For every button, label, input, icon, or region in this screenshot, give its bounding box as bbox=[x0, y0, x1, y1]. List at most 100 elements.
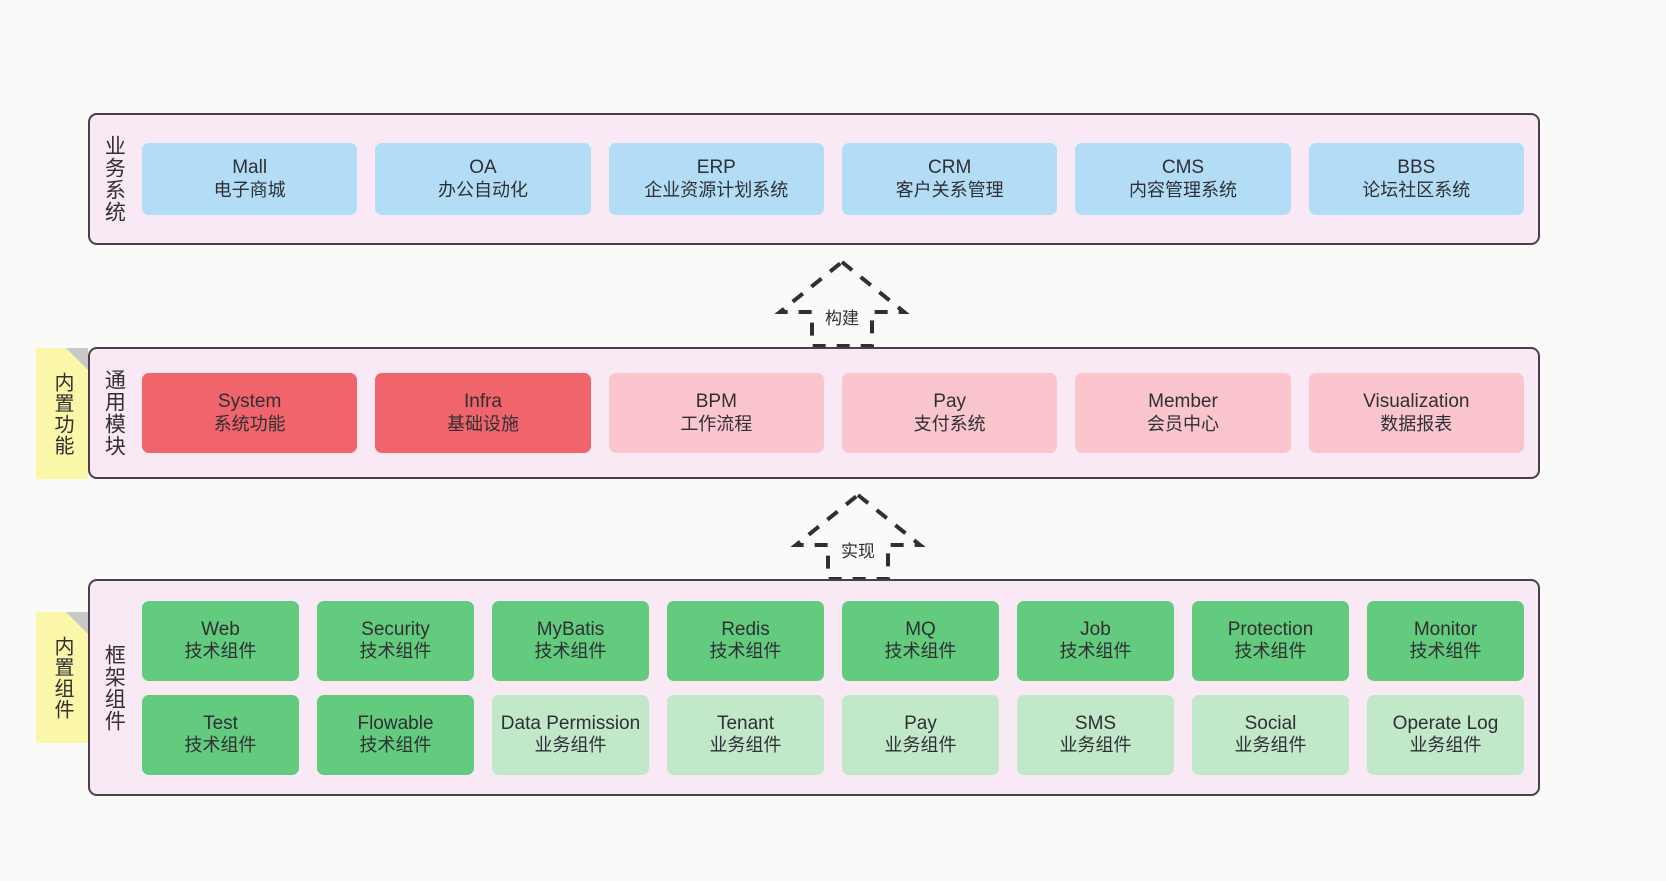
card-data-permission[interactable]: Data Permission 业务组件 bbox=[492, 694, 649, 775]
arrow-implement-label: 实现 bbox=[841, 542, 875, 561]
dashed-up-arrow-icon bbox=[774, 259, 910, 348]
card-title: System bbox=[217, 391, 282, 413]
layer-common-modules-label: 通用模块 bbox=[102, 369, 126, 457]
card-subtitle: 业务组件 bbox=[1059, 735, 1132, 756]
card-member[interactable]: Member 会员中心 bbox=[1075, 373, 1291, 453]
card-title: Security bbox=[361, 618, 430, 640]
card-row: Web 技术组件 Security 技术组件 MyBatis 技术组件 Redi… bbox=[142, 600, 1524, 681]
card-redis[interactable]: Redis 技术组件 bbox=[667, 600, 824, 681]
card-infra[interactable]: Infra 基础设施 bbox=[375, 373, 591, 453]
card-title: Monitor bbox=[1413, 618, 1478, 640]
card-subtitle: 技术组件 bbox=[1059, 641, 1132, 662]
card-title: Data Permission bbox=[500, 712, 641, 734]
card-title: Web bbox=[201, 618, 240, 640]
card-pay[interactable]: Pay 支付系统 bbox=[841, 373, 1058, 453]
card-sms[interactable]: SMS 业务组件 bbox=[1017, 694, 1174, 775]
card-pay-component[interactable]: Pay 业务组件 bbox=[842, 694, 999, 775]
card-subtitle: 企业资源计划系统 bbox=[644, 179, 789, 200]
card-subtitle: 论坛社区系统 bbox=[1362, 179, 1471, 200]
card-title: CMS bbox=[1161, 157, 1205, 179]
card-title: MyBatis bbox=[536, 618, 605, 640]
card-title: CRM bbox=[928, 157, 972, 179]
card-title: Infra bbox=[463, 391, 502, 413]
card-title: Redis bbox=[721, 618, 770, 640]
card-job[interactable]: Job 技术组件 bbox=[1017, 600, 1174, 681]
card-visualization[interactable]: Visualization 数据报表 bbox=[1308, 373, 1524, 453]
card-mq[interactable]: MQ 技术组件 bbox=[842, 600, 999, 681]
card-operate-log[interactable]: Operate Log 业务组件 bbox=[1367, 694, 1524, 775]
layer-business-system-label: 业务系统 bbox=[102, 135, 126, 223]
card-subtitle: 技术组件 bbox=[709, 641, 782, 662]
arrow-build-label: 构建 bbox=[825, 309, 859, 328]
card-crm[interactable]: CRM 客户关系管理 bbox=[841, 143, 1058, 215]
card-title: Operate Log bbox=[1392, 712, 1499, 734]
card-subtitle: 技术组件 bbox=[184, 641, 257, 662]
card-test[interactable]: Test 技术组件 bbox=[142, 694, 299, 775]
card-title: Protection bbox=[1227, 618, 1314, 640]
layer-business-system-body: Mall 电子商城 OA 办公自动化 ERP 企业资源计划系统 CRM 客户关系… bbox=[136, 115, 1538, 243]
card-title: SMS bbox=[1074, 712, 1117, 734]
folded-corner-icon bbox=[66, 612, 88, 634]
card-subtitle: 技术组件 bbox=[359, 735, 432, 756]
card-subtitle: 技术组件 bbox=[184, 735, 257, 756]
card-cms[interactable]: CMS 内容管理系统 bbox=[1075, 143, 1291, 215]
card-title: Flowable bbox=[357, 712, 434, 734]
card-monitor[interactable]: Monitor 技术组件 bbox=[1367, 600, 1524, 681]
card-row: Mall 电子商城 OA 办公自动化 ERP 企业资源计划系统 CRM 客户关系… bbox=[142, 143, 1524, 215]
card-subtitle: 客户关系管理 bbox=[895, 179, 1004, 200]
arrow-build: 构建 bbox=[762, 256, 922, 352]
card-erp[interactable]: ERP 企业资源计划系统 bbox=[608, 143, 824, 215]
card-subtitle: 业务组件 bbox=[534, 735, 607, 756]
card-title: Mall bbox=[232, 157, 268, 179]
card-title: Visualization bbox=[1363, 391, 1470, 413]
sticky-note-builtin-components: 内置组件 bbox=[36, 612, 88, 743]
card-protection[interactable]: Protection 技术组件 bbox=[1192, 600, 1349, 681]
card-mybatis[interactable]: MyBatis 技术组件 bbox=[492, 600, 649, 681]
card-subtitle: 技术组件 bbox=[359, 641, 432, 662]
card-system[interactable]: System 系统功能 bbox=[142, 373, 358, 453]
card-subtitle: 系统功能 bbox=[213, 413, 286, 434]
card-flowable[interactable]: Flowable 技术组件 bbox=[317, 694, 474, 775]
card-subtitle: 电子商城 bbox=[213, 179, 286, 200]
card-web[interactable]: Web 技术组件 bbox=[142, 600, 299, 681]
card-subtitle: 支付系统 bbox=[913, 413, 986, 434]
card-title: Social bbox=[1244, 712, 1297, 734]
card-title: MQ bbox=[905, 618, 936, 640]
card-title: BPM bbox=[695, 391, 737, 413]
card-title: BBS bbox=[1397, 157, 1436, 179]
card-subtitle: 业务组件 bbox=[1234, 735, 1307, 756]
layer-framework-components-body: Web 技术组件 Security 技术组件 MyBatis 技术组件 Redi… bbox=[136, 581, 1538, 794]
card-row: System 系统功能 Infra 基础设施 BPM 工作流程 Pay 支付系统… bbox=[142, 373, 1524, 453]
layer-common-modules: 通用模块 System 系统功能 Infra 基础设施 BPM 工作流程 Pay… bbox=[88, 347, 1540, 479]
card-row: Test 技术组件 Flowable 技术组件 Data Permission … bbox=[142, 694, 1524, 775]
card-bbs[interactable]: BBS 论坛社区系统 bbox=[1308, 143, 1524, 215]
sticky-note-label: 内置组件 bbox=[51, 635, 73, 720]
card-oa[interactable]: OA 办公自动化 bbox=[375, 143, 591, 215]
card-subtitle: 基础设施 bbox=[446, 413, 519, 434]
card-mall[interactable]: Mall 电子商城 bbox=[142, 143, 358, 215]
card-subtitle: 工作流程 bbox=[680, 413, 753, 434]
arrow-implement: 实现 bbox=[778, 489, 938, 585]
card-social[interactable]: Social 业务组件 bbox=[1192, 694, 1349, 775]
card-subtitle: 技术组件 bbox=[534, 641, 607, 662]
card-title: Member bbox=[1148, 391, 1218, 413]
sticky-note-label: 内置功能 bbox=[51, 371, 73, 456]
card-tenant[interactable]: Tenant 业务组件 bbox=[667, 694, 824, 775]
card-subtitle: 办公自动化 bbox=[437, 179, 528, 200]
card-security[interactable]: Security 技术组件 bbox=[317, 600, 474, 681]
layer-framework-components: 框架组件 Web 技术组件 Security 技术组件 MyBatis 技术组件… bbox=[88, 579, 1540, 796]
card-title: ERP bbox=[696, 157, 736, 179]
card-subtitle: 技术组件 bbox=[884, 641, 957, 662]
card-bpm[interactable]: BPM 工作流程 bbox=[608, 373, 824, 453]
layer-business-system: 业务系统 Mall 电子商城 OA 办公自动化 ERP 企业资源计划系统 CRM… bbox=[88, 113, 1540, 245]
folded-corner-icon bbox=[66, 348, 88, 370]
card-subtitle: 数据报表 bbox=[1380, 413, 1453, 434]
card-subtitle: 业务组件 bbox=[709, 735, 782, 756]
card-title: Job bbox=[1080, 618, 1111, 640]
card-subtitle: 会员中心 bbox=[1146, 413, 1219, 434]
card-title: Pay bbox=[904, 712, 937, 734]
sticky-note-builtin-functions: 内置功能 bbox=[36, 348, 88, 479]
card-subtitle: 业务组件 bbox=[884, 735, 957, 756]
card-title: Test bbox=[203, 712, 238, 734]
